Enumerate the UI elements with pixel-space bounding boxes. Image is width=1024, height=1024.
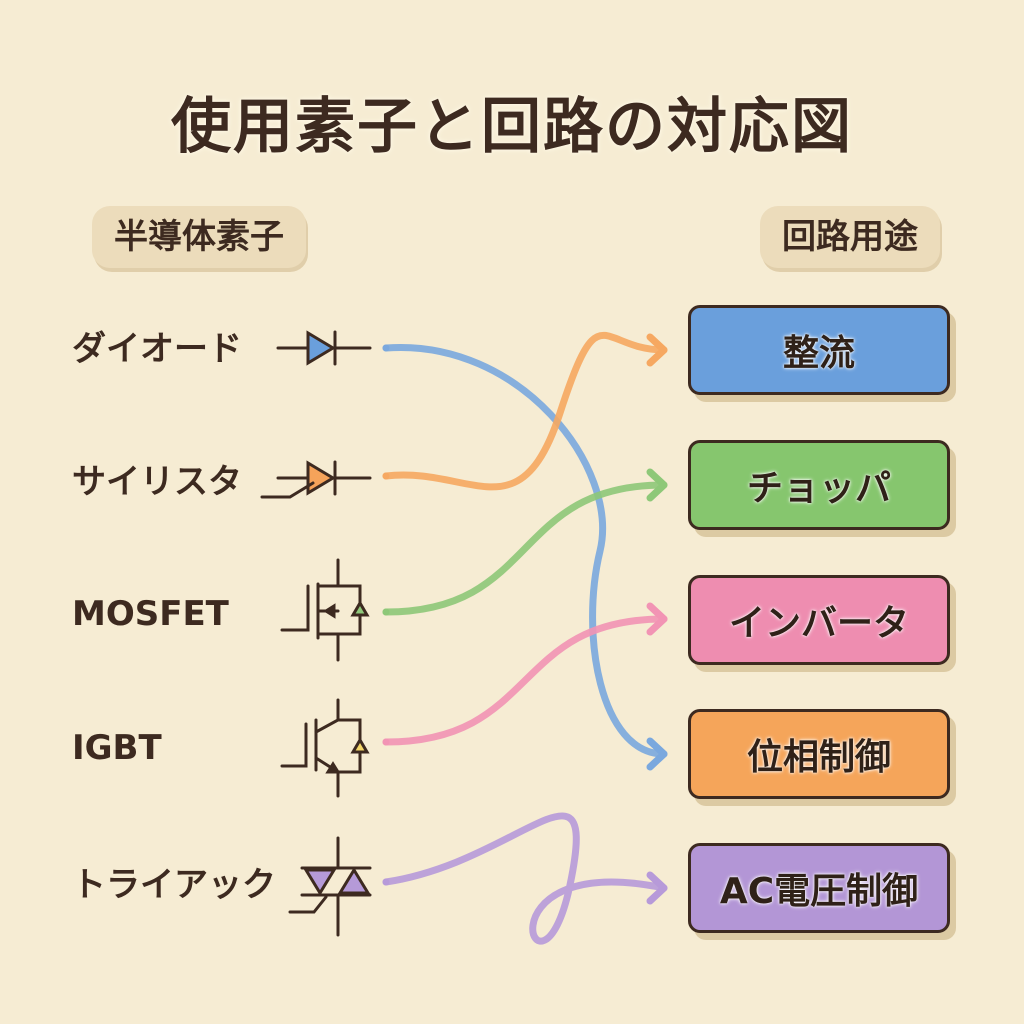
device-label-triac: トライアック — [72, 865, 276, 905]
connection-start-mosfet — [382, 608, 390, 616]
arrowhead-rectifier — [646, 333, 668, 367]
connection-start-igbt — [382, 738, 390, 746]
thyristor-symbol-icon — [260, 460, 372, 499]
connection-diode-to-phase — [382, 344, 668, 758]
application-label-chopper: チョッパ — [746, 468, 891, 509]
applications-header: 回路用途 — [760, 206, 940, 268]
connection-triac-to-acvoltage — [382, 812, 668, 945]
application-box-inverter: インバータ — [688, 575, 950, 665]
devices-header: 半導体素子 — [92, 206, 306, 268]
device-label-mosfet: MOSFET — [72, 594, 229, 634]
application-box-rectifier: 整流 — [688, 305, 950, 395]
application-box-chopper: チョッパ — [688, 440, 950, 530]
application-label-phase-control: 位相制御 — [746, 737, 891, 778]
application-label-ac-voltage-control: AC電圧制御 — [719, 871, 919, 912]
application-box-phase-control: 位相制御 — [688, 709, 950, 799]
device-label-thyristor: サイリスタ — [72, 462, 242, 502]
application-label-rectifier: 整流 — [782, 333, 855, 374]
arrowhead-inverter — [646, 602, 668, 636]
application-label-inverter: インバータ — [728, 603, 909, 644]
device-label-diode: ダイオード — [72, 329, 242, 369]
connection-mosfet-to-chopper — [382, 481, 668, 616]
connection-start-triac — [382, 878, 390, 886]
connection-thyristor-to-rectifier — [382, 331, 668, 491]
diagram-title: 使用素子と回路の対応図 — [171, 92, 853, 162]
arrowhead-phase — [646, 737, 668, 771]
diode-symbol-icon — [276, 330, 372, 366]
arrowhead-acvoltage — [646, 871, 668, 905]
triac-symbol-icon — [288, 836, 372, 937]
igbt-symbol-icon — [280, 698, 370, 798]
connection-start-diode — [382, 344, 390, 352]
connection-igbt-to-inverter — [382, 615, 668, 746]
application-box-ac-voltage-control: AC電圧制御 — [688, 843, 950, 933]
device-label-igbt: IGBT — [72, 728, 162, 768]
mosfet-symbol-icon — [280, 558, 370, 662]
connection-start-thyristor — [382, 472, 390, 480]
arrowhead-chopper — [646, 468, 668, 502]
